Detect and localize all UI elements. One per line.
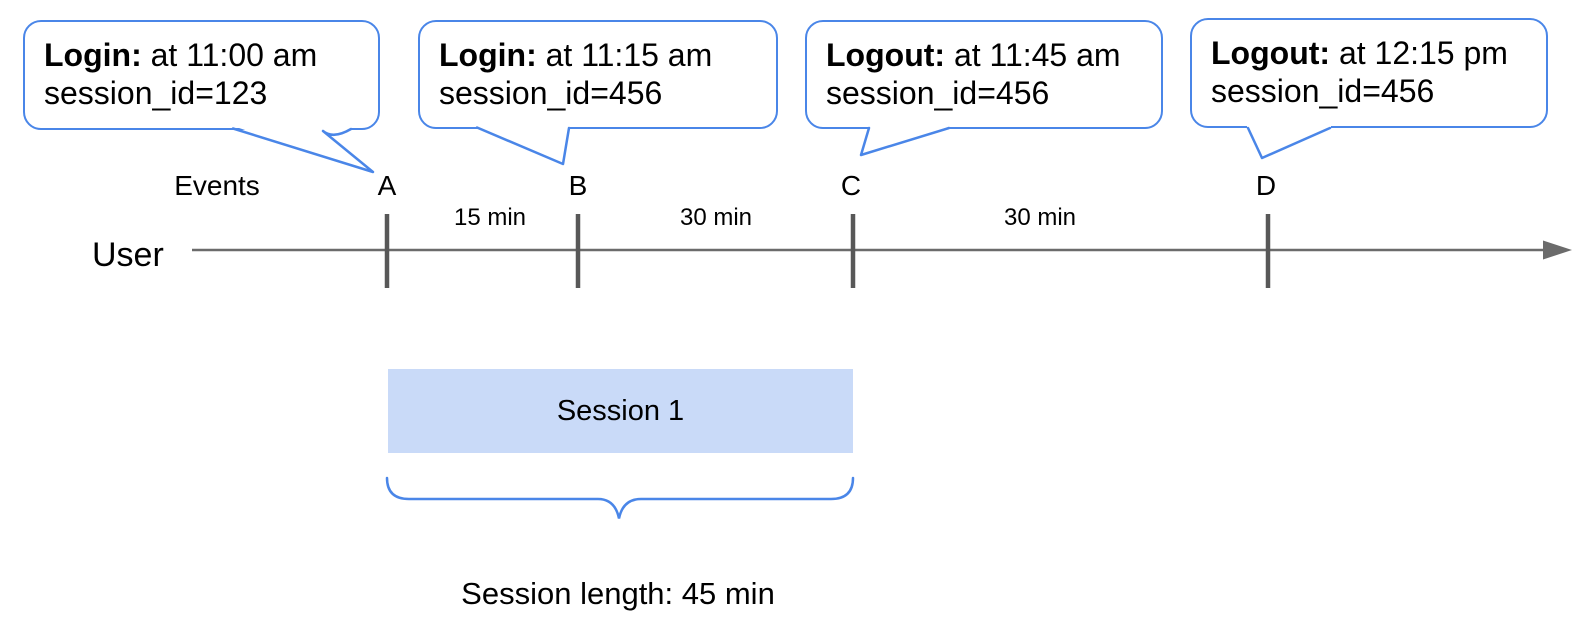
callout-line-1: Login: at 11:15 am [439, 37, 758, 75]
callout-line-1: Logout: at 12:15 pm [1211, 35, 1528, 73]
callout-session-id: session_id=456 [826, 74, 1050, 111]
session-1-box: Session 1 [388, 369, 853, 453]
callout-event-type: Login: [439, 37, 537, 73]
callout-session-id: session_id=456 [439, 74, 663, 111]
event-label-b: B [568, 170, 588, 201]
callout-login-b: Login: at 11:15 am session_id=456 [418, 20, 778, 129]
callout-session-id: session_id=456 [1211, 72, 1435, 109]
session-length-brace [385, 476, 855, 519]
callout-event-type: Logout: [1211, 35, 1331, 71]
callout-line-1: Logout: at 11:45 am [826, 37, 1143, 75]
callout-event-type: Login: [44, 37, 142, 73]
event-label-d: D [1255, 170, 1277, 201]
callout-login-a: Login: at 11:00 am session_id=123 [23, 20, 380, 130]
session-1-label: Session 1 [556, 394, 685, 427]
event-label-c: C [840, 170, 862, 201]
callout-time: at 11:15 am [536, 37, 713, 73]
interval-label-cd: 30 min [1003, 204, 1077, 231]
callout-time: at 11:45 am [945, 37, 1121, 73]
session-length-caption: Session length: 45 min [461, 576, 775, 611]
callout-line-1: Login: at 11:00 am [44, 37, 360, 75]
user-axis-label: User [92, 236, 164, 274]
callout-event-type: Logout: [826, 37, 946, 73]
callout-session-id: session_id=123 [44, 74, 268, 111]
timeline-arrowhead-icon [1543, 240, 1572, 260]
events-axis-label: Events [174, 170, 260, 201]
interval-label-ab: 15 min [453, 204, 527, 231]
callout-time: at 12:15 pm [1330, 35, 1508, 71]
interval-label-bc: 30 min [679, 204, 753, 231]
event-label-a: A [377, 170, 397, 201]
callout-time: at 11:00 am [141, 37, 318, 73]
callout-logout-c: Logout: at 11:45 am session_id=456 [805, 20, 1163, 129]
callout-logout-d: Logout: at 12:15 pm session_id=456 [1190, 18, 1548, 128]
